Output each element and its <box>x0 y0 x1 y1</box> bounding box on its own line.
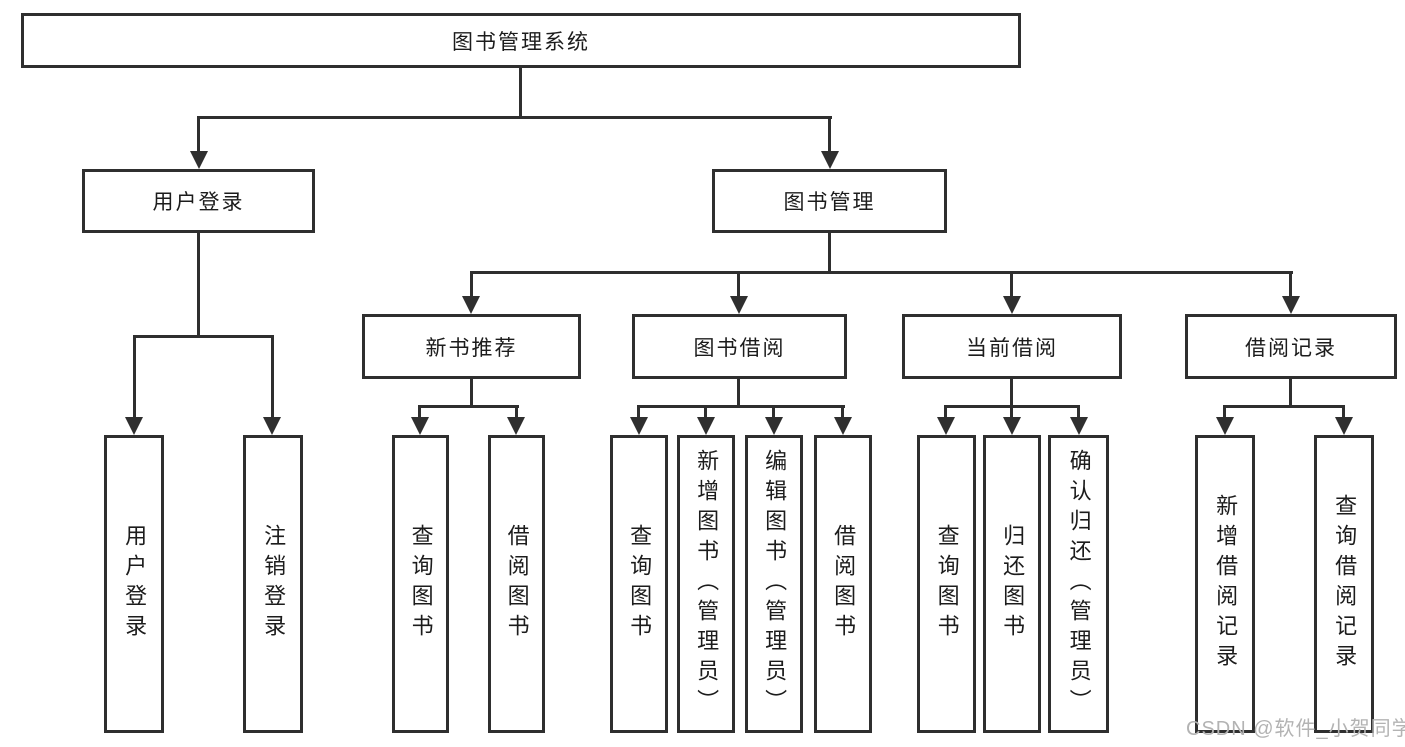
arrow-down-icon <box>937 417 955 435</box>
arrow-down-icon <box>411 417 429 435</box>
connector-line <box>772 405 775 421</box>
arrow-down-icon <box>730 296 748 314</box>
connector-line <box>828 233 831 274</box>
connector-line <box>637 405 640 421</box>
connector-line <box>1010 271 1013 298</box>
connector-line <box>470 379 473 408</box>
arrow-down-icon <box>1335 417 1353 435</box>
arrow-down-icon <box>630 417 648 435</box>
leaf-add-borrow-record: 新增借阅记录 <box>1195 435 1255 733</box>
connector-line <box>828 116 831 156</box>
connector-line <box>1010 379 1013 408</box>
connector-line <box>418 405 519 408</box>
connector-line <box>197 116 832 119</box>
connector-line <box>133 335 136 421</box>
node-borrowing-records: 借阅记录 <box>1185 314 1397 379</box>
arrow-down-icon <box>1003 296 1021 314</box>
leaf-edit-books-admin: 编辑图书（管理员） <box>745 435 803 733</box>
arrow-down-icon <box>263 417 281 435</box>
connector-line <box>470 271 1293 274</box>
csdn-watermark: CSDN @软件_小贺同学 <box>1186 718 1405 740</box>
connector-line <box>197 233 200 338</box>
arrow-down-icon <box>1216 417 1234 435</box>
arrow-down-icon <box>1282 296 1300 314</box>
arrow-down-icon <box>1003 417 1021 435</box>
arrow-down-icon <box>765 417 783 435</box>
connector-line <box>418 405 421 421</box>
arrow-down-icon <box>1070 417 1088 435</box>
leaf-borrow-books-borrowing: 借阅图书 <box>814 435 872 733</box>
leaf-logout: 注销登录 <box>243 435 303 733</box>
node-book-borrowing: 图书借阅 <box>632 314 847 379</box>
connector-line <box>841 405 844 421</box>
connector-line <box>1010 405 1013 421</box>
arrow-down-icon <box>507 417 525 435</box>
connector-line <box>1289 379 1292 408</box>
leaf-query-books-current: 查询图书 <box>917 435 976 733</box>
connector-line <box>1342 405 1345 421</box>
connector-line <box>519 68 522 118</box>
connector-line <box>737 271 740 298</box>
node-user-login: 用户登录 <box>82 169 315 233</box>
connector-line <box>515 405 518 421</box>
arrow-down-icon <box>462 296 480 314</box>
connector-line <box>1223 405 1345 408</box>
leaf-query-books-recommend: 查询图书 <box>392 435 449 733</box>
connector-line <box>133 335 274 338</box>
node-current-borrowing: 当前借阅 <box>902 314 1122 379</box>
leaf-query-borrow-record: 查询借阅记录 <box>1314 435 1374 733</box>
node-book-management: 图书管理 <box>712 169 947 233</box>
arrow-down-icon <box>834 417 852 435</box>
arrow-down-icon <box>697 417 715 435</box>
connector-line <box>704 405 707 421</box>
leaf-user-login: 用户登录 <box>104 435 164 733</box>
connector-line <box>637 405 845 408</box>
arrow-down-icon <box>125 417 143 435</box>
connector-line <box>944 405 947 421</box>
connector-line <box>1289 271 1292 298</box>
connector-line <box>470 271 473 298</box>
connector-line <box>1223 405 1226 421</box>
connector-line <box>1077 405 1080 421</box>
node-library-system: 图书管理系统 <box>21 13 1021 68</box>
node-new-book-recommend: 新书推荐 <box>362 314 581 379</box>
connector-line <box>737 379 740 408</box>
leaf-query-books-borrowing: 查询图书 <box>610 435 668 733</box>
leaf-add-books-admin: 新增图书（管理员） <box>677 435 735 733</box>
arrow-down-icon <box>821 151 839 169</box>
connector-line <box>271 335 274 421</box>
leaf-borrow-books-recommend: 借阅图书 <box>488 435 545 733</box>
arrow-down-icon <box>190 151 208 169</box>
connector-line <box>197 116 200 156</box>
leaf-return-books: 归还图书 <box>983 435 1041 733</box>
leaf-confirm-return-admin: 确认归还（管理员） <box>1048 435 1109 733</box>
